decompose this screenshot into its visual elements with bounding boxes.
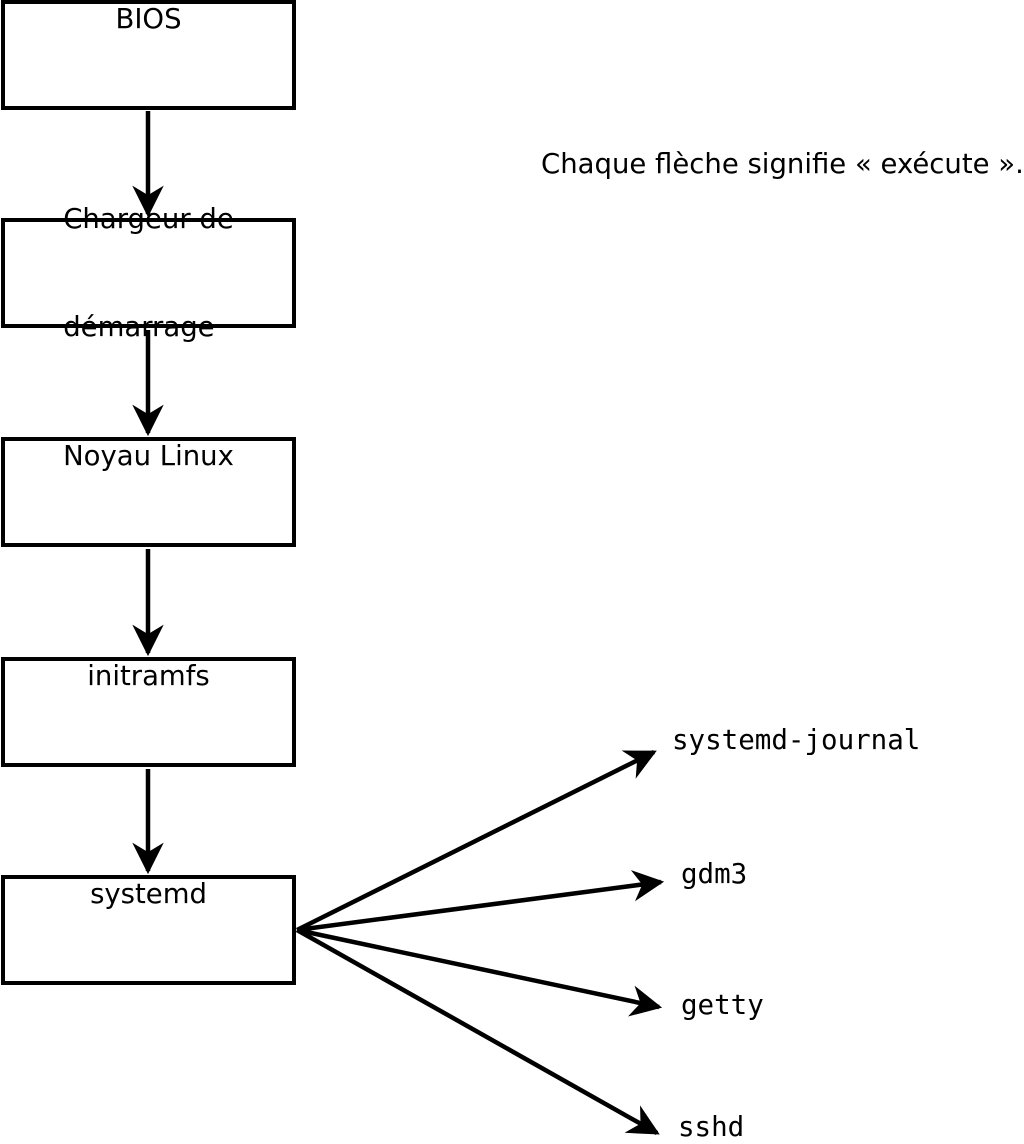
arrow-systemd-to-gdm3: [296, 870, 665, 933]
process-label-gdm3: gdm3: [681, 858, 748, 890]
box-text-line: Chargeur de: [63, 203, 234, 235]
box-bootloader: Chargeur de démarrage: [1, 203, 296, 343]
box-text-line: BIOS: [115, 3, 182, 35]
arrow-systemd-to-getty: [296, 927, 663, 1017]
arrow-legend-note: Chaque flèche signifie « exécute ».: [541, 148, 1024, 180]
arrow-systemd-to-sshd: [295, 928, 660, 1135]
arrow-systemd-to-systemd-journal: [295, 749, 657, 933]
box-label: BIOS: [115, 0, 181, 181]
process-label-systemd-journal: systemd-journal: [672, 724, 921, 756]
box-label: initramfs: [87, 586, 209, 838]
box-bios: BIOS: [1, 0, 296, 110]
box-text-line: systemd: [90, 878, 207, 910]
box-label: systemd: [90, 804, 207, 1056]
process-label-getty: getty: [681, 989, 764, 1021]
box-initramfs: initramfs: [1, 657, 296, 767]
box-text-line: démarrage: [63, 311, 215, 343]
process-label-sshd: sshd: [678, 1111, 745, 1143]
box-text-line: Noyau Linux: [63, 440, 234, 472]
box-systemd: systemd: [1, 875, 296, 985]
box-text-line: initramfs: [87, 660, 210, 692]
box-kernel: Noyau Linux: [1, 437, 296, 547]
box-label: Chargeur de démarrage: [63, 129, 234, 417]
box-label: Noyau Linux: [63, 366, 234, 618]
